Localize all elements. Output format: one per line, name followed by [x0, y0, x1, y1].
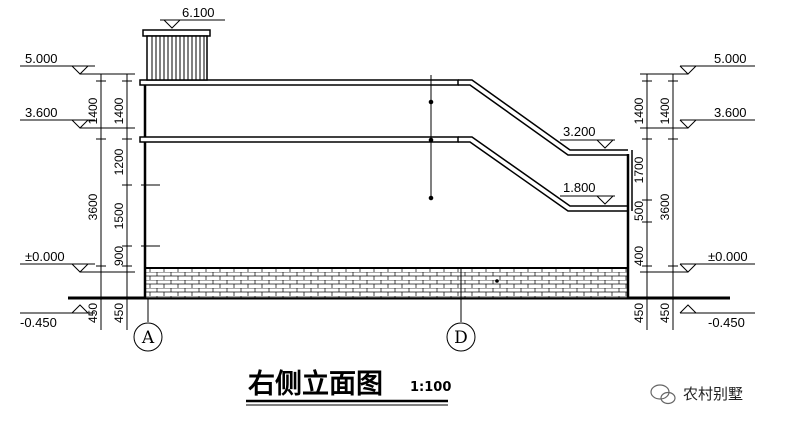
axis-label-a: A	[141, 328, 155, 348]
level-right-ground: ±0.000	[708, 249, 748, 264]
left-level-markers	[20, 65, 135, 314]
building-outline	[143, 84, 630, 298]
dim-right-inner-5: 450	[632, 303, 646, 323]
axis-bubble-a: A	[133, 322, 163, 352]
level-left-bottom: -0.450	[20, 315, 57, 330]
dim-right-inner-1: 1400	[632, 97, 646, 124]
dim-left-outer-2: 3600	[86, 193, 100, 220]
dim-right-outer-2: 3600	[658, 193, 672, 220]
left-dimension-lines	[96, 74, 132, 330]
watermark: 农村别墅	[650, 384, 743, 405]
dim-left-inner-1: 1400	[112, 97, 126, 124]
dim-left-inner-5: 450	[112, 303, 126, 323]
level-stair-upper: 3.200	[563, 124, 596, 139]
stair-railing-lower	[458, 136, 628, 212]
level-stair-lower: 1.800	[563, 180, 596, 195]
left-outer-dims: 1400 3600 450	[86, 97, 100, 323]
chimney	[142, 29, 211, 81]
dim-right-inner-4: 400	[632, 246, 646, 266]
roof-slab	[139, 79, 459, 86]
chimney-level-marker	[160, 19, 225, 29]
dim-right-inner-2: 1700	[632, 156, 646, 183]
level-right-roof: 5.000	[714, 51, 747, 66]
dim-right-outer-3: 450	[658, 303, 672, 323]
stair-railing-upper	[458, 79, 628, 156]
level-left-roof: 5.000	[25, 51, 58, 66]
watermark-text: 农村别墅	[683, 385, 743, 403]
right-dimension-lines	[642, 74, 678, 330]
dim-right-inner-3: 500	[632, 201, 646, 221]
level-left-floor2: 3.600	[25, 105, 58, 120]
level-left-ground: ±0.000	[25, 249, 65, 264]
right-level-markers	[640, 65, 755, 314]
floor-band	[139, 136, 459, 143]
left-inner-dims: 1400 1200 1500 900 450	[112, 97, 126, 323]
dim-left-outer-3: 450	[86, 303, 100, 323]
axis-line-d-dot	[495, 279, 499, 283]
dim-left-inner-4: 900	[112, 246, 126, 266]
dim-left-inner-2: 1200	[112, 148, 126, 175]
drawing-scale: 1:100	[410, 380, 451, 395]
right-outer-dims: 1400 3600 450	[658, 97, 672, 323]
axis-label-d: D	[454, 328, 468, 348]
internal-marks	[141, 75, 434, 247]
level-chimney-top: 6.100	[182, 5, 215, 20]
dim-right-outer-1: 1400	[658, 97, 672, 124]
dim-left-inner-3: 1500	[112, 202, 126, 229]
dim-left-outer-1: 1400	[86, 97, 100, 124]
axis-bubble-d: D	[446, 322, 476, 352]
stair-level-markers	[560, 139, 615, 205]
right-inner-dims: 1400 1700 500 400 450	[632, 97, 646, 323]
drawing-title: 右侧立面图	[248, 368, 383, 400]
level-right-bottom: -0.450	[708, 315, 745, 330]
plinth-brick-band	[144, 267, 629, 299]
wechat-icon	[650, 384, 676, 405]
level-right-floor2: 3.600	[714, 105, 747, 120]
